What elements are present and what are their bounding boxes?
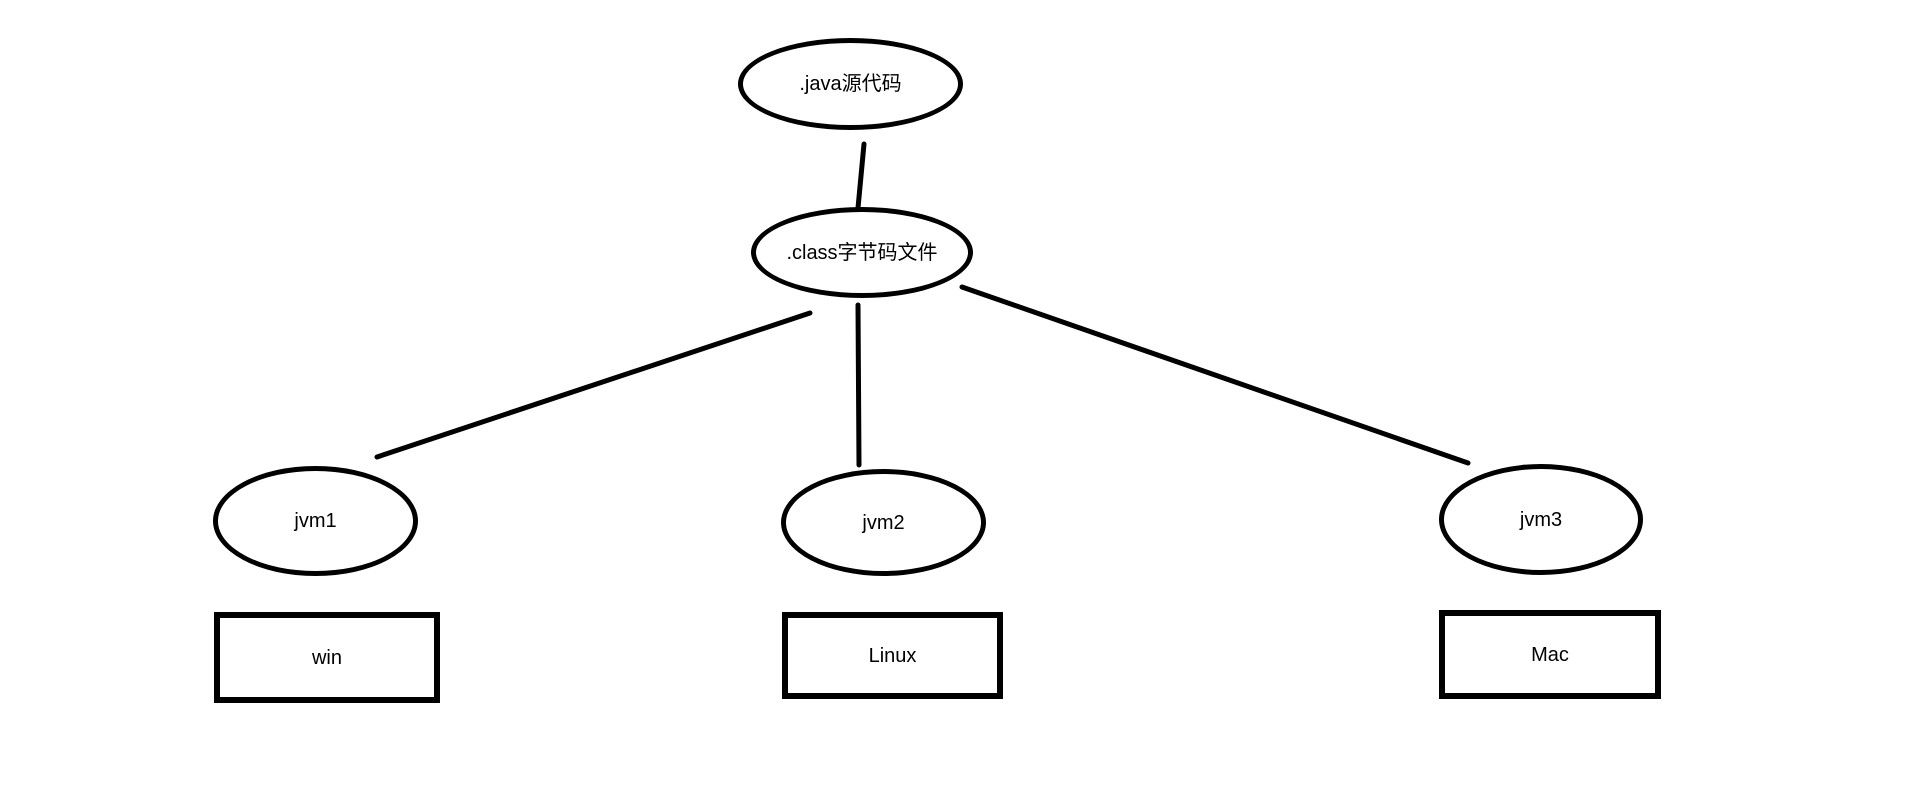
platform-box-linux: Linux xyxy=(782,612,1003,699)
platform-box-mac: Mac xyxy=(1439,610,1661,699)
node-java-source-label: .java源代码 xyxy=(799,73,902,95)
node-jvm3-label: jvm3 xyxy=(1519,508,1563,531)
platform-mac-label: Mac xyxy=(1531,643,1569,666)
platform-linux-label: Linux xyxy=(868,644,917,667)
platform-box-win: win xyxy=(214,612,440,703)
edge-java-to-class xyxy=(855,141,867,211)
node-class-file: .class字节码文件 xyxy=(751,207,973,298)
edge-class-to-jvm1 xyxy=(374,310,813,460)
node-java-source: .java源代码 xyxy=(738,38,963,130)
node-jvm3: jvm3 xyxy=(1439,464,1643,575)
edge-class-to-jvm2 xyxy=(855,302,862,468)
node-jvm2-label: jvm2 xyxy=(862,511,905,534)
node-jvm2: jvm2 xyxy=(781,469,986,576)
edge-class-to-jvm3 xyxy=(959,284,1471,466)
node-class-file-label: .class字节码文件 xyxy=(786,241,938,264)
node-jvm1-label: jvm1 xyxy=(294,510,337,532)
node-jvm1: jvm1 xyxy=(213,466,418,576)
platform-win-label: win xyxy=(311,646,342,669)
